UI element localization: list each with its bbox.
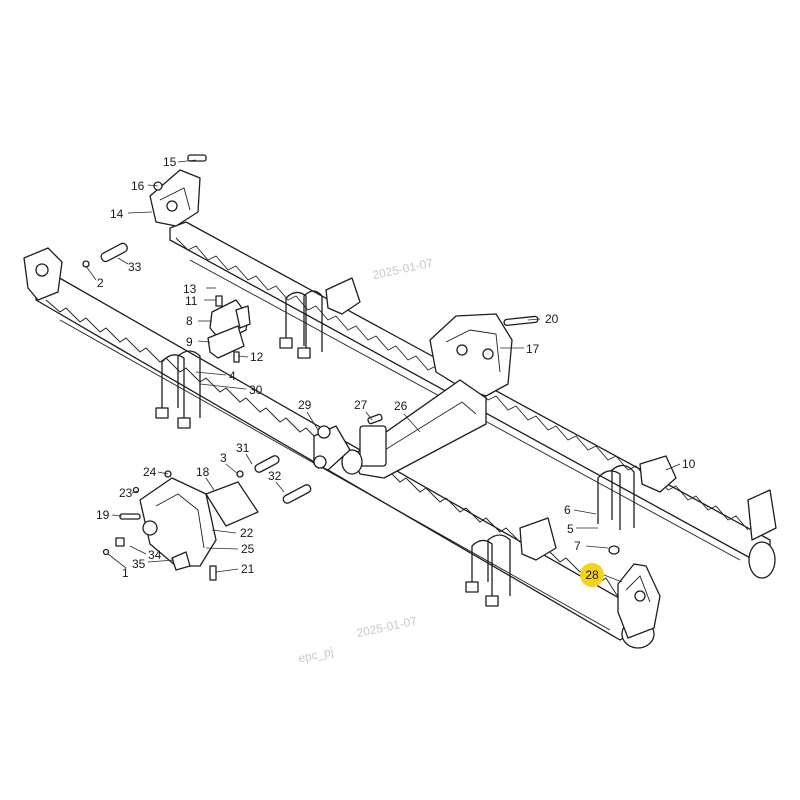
shackle-link [313,425,351,471]
center-plate [205,455,312,527]
callout-27[interactable]: 27 [354,398,368,412]
callout-10[interactable]: 10 [682,457,696,471]
callout-33[interactable]: 33 [128,260,142,274]
rear-spring-bracket [617,563,661,639]
callout-32[interactable]: 32 [268,469,282,483]
u-bolt-left [155,350,201,429]
callout-17[interactable]: 17 [526,342,540,356]
callout-34[interactable]: 34 [148,548,162,562]
callout-21[interactable]: 21 [241,562,255,576]
callout-28[interactable]: 28 [585,568,599,582]
callout-31[interactable]: 31 [236,441,250,455]
rear-hanger-bracket [429,313,539,397]
callout-11[interactable]: 11 [185,294,198,308]
callout-4[interactable]: 4 [229,369,236,383]
u-bolt-center-upper [279,277,361,359]
callout-24[interactable]: 24 [143,465,157,479]
bolt-27 [367,413,383,425]
rear-mount-assembly [102,470,217,581]
center-hanger-stack [207,295,251,363]
highlight-marker [580,563,604,587]
callout-16[interactable]: 16 [131,179,145,193]
callout-22[interactable]: 22 [240,526,254,540]
callout-25[interactable]: 25 [241,542,255,556]
highlighted-callout-28[interactable]: 28 [580,563,604,587]
callout-19[interactable]: 19 [96,508,110,522]
front-hanger-bracket [149,154,207,227]
callout-20[interactable]: 20 [545,312,559,326]
callout-18[interactable]: 18 [196,465,210,479]
u-bolt-bottom [465,517,557,607]
callout-35[interactable]: 35 [132,557,146,571]
callout-12[interactable]: 12 [250,350,264,364]
callout-6[interactable]: 6 [564,503,571,517]
callout-23[interactable]: 23 [119,486,133,500]
callout-8[interactable]: 8 [186,314,193,328]
callout-30[interactable]: 30 [249,383,263,397]
spring-pin [82,242,128,268]
callout-2[interactable]: 2 [97,276,104,290]
callout-26[interactable]: 26 [394,399,408,413]
callout-9[interactable]: 9 [186,335,193,349]
equalizer-beam [341,379,487,479]
u-bolt-right [597,455,677,555]
callout-7[interactable]: 7 [574,539,581,553]
callout-14[interactable]: 14 [110,207,124,221]
callout-1[interactable]: 1 [122,566,129,580]
callout-5[interactable]: 5 [567,522,574,536]
callout-labels: 15 16 14 33 2 13 11 8 9 12 4 30 20 17 29… [96,155,696,580]
callout-29[interactable]: 29 [298,398,312,412]
callout-15[interactable]: 15 [163,155,177,169]
callout-3[interactable]: 3 [220,451,227,465]
callout-13[interactable]: 13 [183,282,197,296]
leader-lines [85,159,681,583]
